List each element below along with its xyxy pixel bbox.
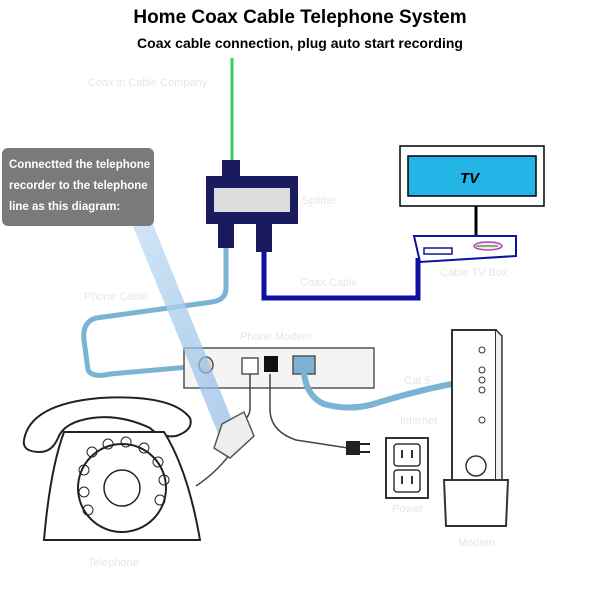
cable-tv-box: [412, 235, 517, 264]
telephone: [22, 396, 202, 541]
label-phone-cable: Phone Cable: [84, 291, 148, 303]
power-plug: [346, 441, 370, 455]
callout-beam: [132, 222, 236, 438]
television: [399, 145, 545, 236]
cat5-cable: [301, 371, 453, 411]
coax-cable-to-modem: [81, 248, 229, 378]
label-internet: Internet: [400, 415, 437, 427]
diagram-title: Home Coax Cable Telephone System: [133, 7, 467, 28]
coax-cable-to-tv-box: [261, 250, 421, 301]
diagram-subtitle: Coax cable connection, plug auto start r…: [137, 35, 463, 51]
note-line-1: Connectted the telephone: [9, 159, 150, 171]
splitter: [206, 160, 298, 252]
wall-outlet: [385, 437, 429, 499]
note-line-3: line as this diagram:: [9, 201, 120, 213]
label-splitter: Splitter: [302, 195, 337, 207]
label-coax-cable: Coax Cable: [300, 277, 357, 289]
label-cat5: Cat 5: [404, 375, 430, 387]
label-modem-tower: Modem: [458, 537, 495, 549]
label-power: Power: [392, 503, 424, 515]
tv-label: TV: [460, 170, 481, 187]
label-telephone: Telephone: [88, 557, 139, 569]
label-cable-tv-box: Cable TV Box: [440, 267, 508, 279]
power-cable: [269, 374, 349, 449]
label-phone-modem: Phone Modem: [240, 331, 312, 343]
note-callout: [2, 148, 154, 226]
telephone-recorder: [213, 410, 255, 459]
label-coax-in: Coax in Cable Company: [88, 77, 208, 89]
modem-tower: [442, 329, 510, 527]
note-line-2: recorder to the telephone: [9, 180, 148, 192]
